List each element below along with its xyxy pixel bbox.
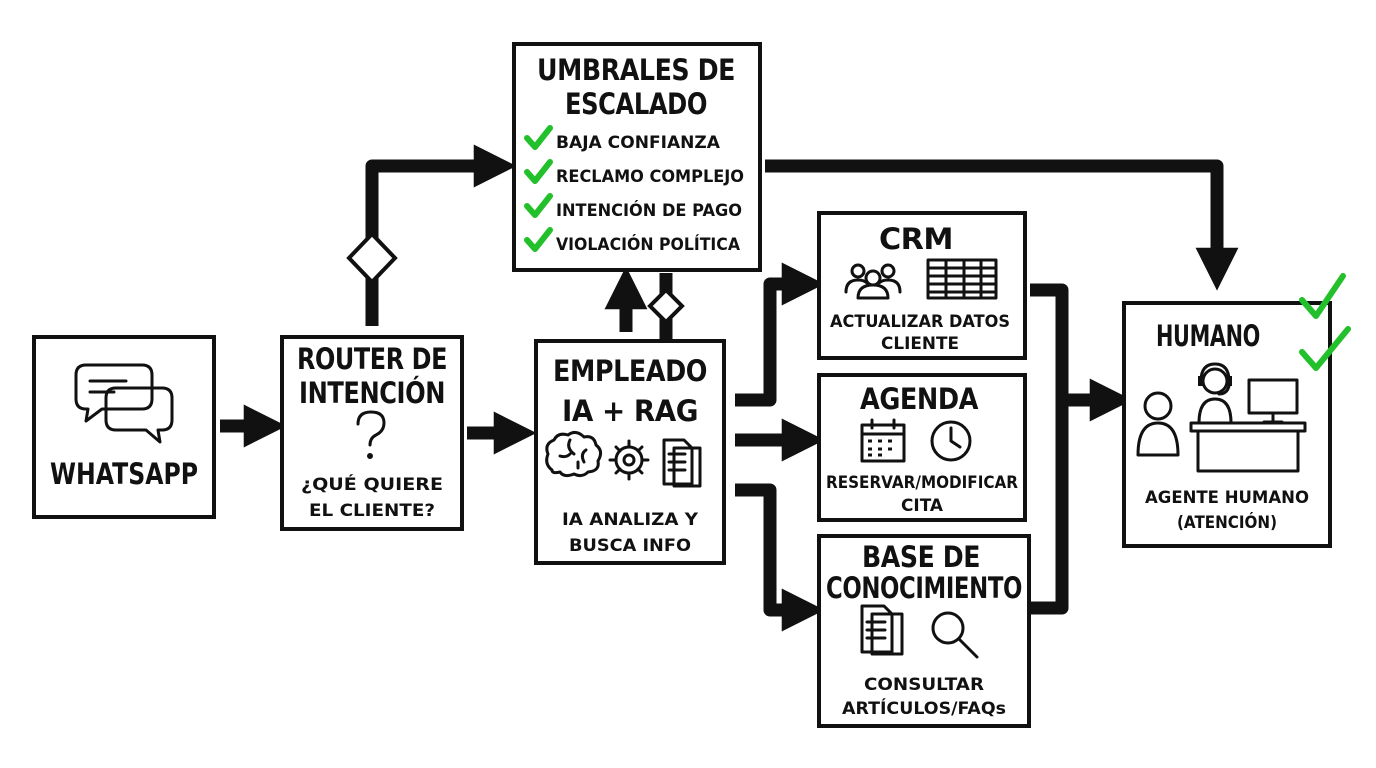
person-icon <box>1136 391 1180 457</box>
table-icon <box>926 258 998 300</box>
arrow-empleado-crm <box>735 262 825 407</box>
empleado-title-line1: EMPLEADO <box>553 354 707 388</box>
check-icon <box>1299 326 1351 371</box>
brain-icon <box>545 430 603 478</box>
base-desc-line2: ARTÍCULOS/FAQs <box>842 697 1006 719</box>
check-icon <box>524 125 553 150</box>
node-base: BASE DE CONOCIMIENTO CONSULTAR ARTÍCULOS… <box>817 534 1031 728</box>
node-agenda: AGENDA RESERVAR/MODIFICAR CITA <box>817 373 1027 522</box>
base-title-line1: BASE DE <box>862 540 980 574</box>
humano-title: HUMANO <box>1156 319 1260 353</box>
chat-bubbles-icon <box>74 363 174 444</box>
arrow-umbrales-humano <box>765 159 1239 291</box>
documents-icon <box>662 438 702 488</box>
agenda-desc-line1: RESERVAR/MODIFICAR <box>826 473 1018 493</box>
base-desc-line1: CONSULTAR <box>864 675 984 695</box>
humano-desc-line2: (ATENCIÓN) <box>1177 511 1277 533</box>
umbrales-title-line1: UMBRALES DE <box>537 53 735 87</box>
agenda-desc-line2: CITA <box>901 496 944 516</box>
magnifier-icon <box>931 611 979 659</box>
bracket-tools-humano <box>1030 283 1069 615</box>
criteria-label: BAJA CONFIANZA <box>556 133 721 153</box>
node-whatsapp: WHATSAPP <box>32 335 216 519</box>
criteria-label: INTENCIÓN DE PAGO <box>556 199 742 221</box>
umbrales-title-line2: ESCALADO <box>565 87 707 121</box>
connectors <box>220 144 1239 632</box>
router-box <box>280 335 464 531</box>
empleado-desc-line1: IA ANALIZA Y <box>562 510 699 530</box>
documents-icon <box>860 604 904 656</box>
desk-icon <box>1189 421 1307 473</box>
criteria-label: RECLAMO COMPLEJO <box>556 167 744 187</box>
check-icon <box>1299 273 1346 319</box>
humano-desc-line1: AGENTE HUMANO <box>1145 488 1309 508</box>
node-humano: HUMANO AGENTE HUMANO (ATENCIÓN) <box>1122 301 1332 548</box>
crm-title: CRM <box>879 222 953 256</box>
criteria-item: BAJA CONFIANZA <box>524 125 721 153</box>
agenda-title: AGENDA <box>860 382 979 416</box>
criteria-item: INTENCIÓN DE PAGO <box>524 193 742 221</box>
decision-diamond-empleado <box>647 287 685 325</box>
base-title-line2: CONOCIMIENTO <box>826 571 1022 605</box>
router-title-line2: INTENCIÓN <box>299 376 445 410</box>
check-icon <box>524 227 553 252</box>
calendar-icon <box>860 418 906 463</box>
empleado-desc-line2: BUSCA INFO <box>569 536 691 556</box>
users-icon <box>844 263 902 300</box>
crm-desc-line1: ACTUALIZAR DATOS <box>830 312 1010 332</box>
criteria-item: VIOLACIÓN POLÍTICA <box>524 227 741 255</box>
router-title-line1: ROUTER DE <box>297 342 447 376</box>
criteria-item: RECLAMO COMPLEJO <box>524 159 744 187</box>
agenda-box <box>817 373 1027 522</box>
decision-diamond-router <box>346 231 398 285</box>
agent-headset-icon <box>1197 362 1233 425</box>
umbrales-box <box>512 42 762 272</box>
whatsapp-box <box>32 335 216 519</box>
monitor-icon <box>1247 378 1299 424</box>
node-crm: CRM ACTUALIZAR DATOS CLIENTE <box>817 211 1027 360</box>
node-umbrales: UMBRALES DE ESCALADO BAJA CONFIANZA RECL… <box>512 42 762 272</box>
arrow-router-umbrales <box>365 144 517 326</box>
base-box <box>817 534 1031 728</box>
clock-icon <box>930 420 972 462</box>
criteria-label: VIOLACIÓN POLÍTICA <box>556 233 741 255</box>
question-mark-icon <box>356 410 386 459</box>
node-router: ROUTER DE INTENCIÓN ¿QUÉ QUIERE EL CLIEN… <box>280 335 464 531</box>
empleado-title-line2: IA + RAG <box>562 394 698 428</box>
arrow-empleado-base <box>735 483 825 632</box>
check-icon <box>524 193 553 218</box>
check-icon <box>524 159 553 184</box>
whatsapp-title: WHATSAPP <box>50 457 198 491</box>
gear-icon <box>608 439 650 481</box>
router-question-line2: EL CLIENTE? <box>309 501 435 521</box>
router-question-line1: ¿QUÉ QUIERE <box>301 473 443 495</box>
node-empleado: EMPLEADO IA + RAG IA ANALIZA Y BUSCA INF… <box>534 339 726 565</box>
crm-desc-line2: CLIENTE <box>881 334 959 354</box>
